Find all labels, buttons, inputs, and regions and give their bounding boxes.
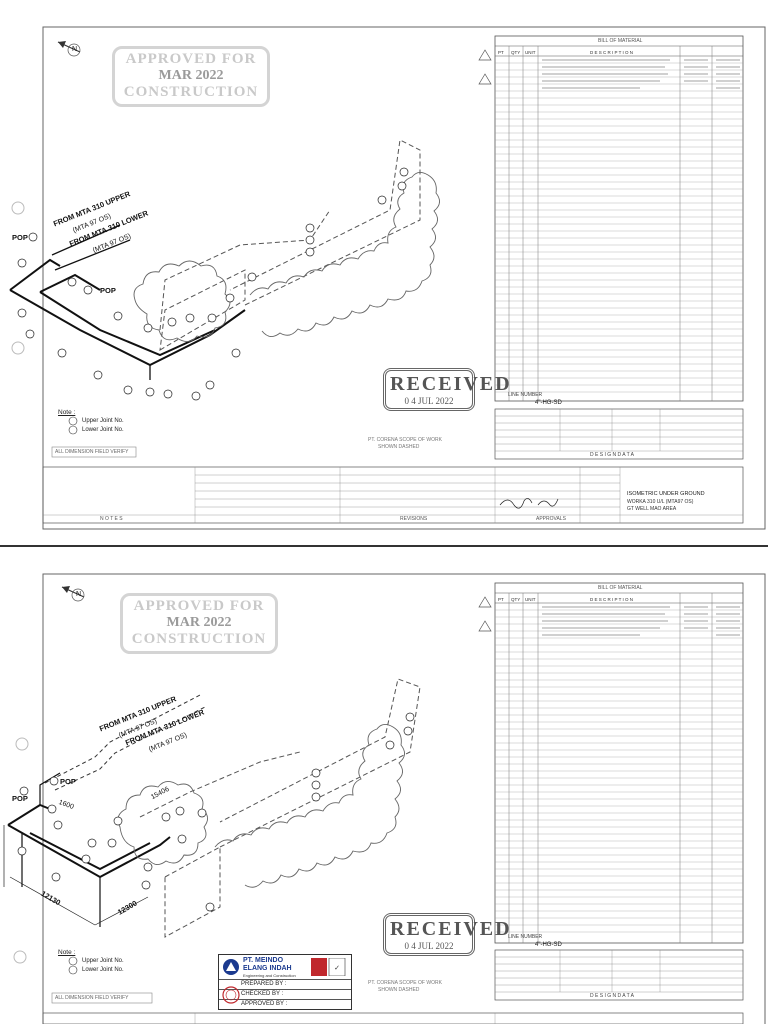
note-lower-2: Lower Joint No. — [82, 967, 124, 973]
drawing-title-1: ISOMETRIC UNDER GROUND — [627, 491, 705, 497]
bill-header-desc-2: D E S C R I P T I O N — [590, 597, 634, 602]
company-tagline: Engineering and Construction — [243, 973, 296, 978]
sheet-2-linework — [3, 573, 766, 1024]
drawing-sheet-1: APPROVED FOR MAR 2022 CONSTRUCTION N POP… — [0, 26, 768, 547]
received-stamp-title: RECEIVED — [390, 373, 512, 395]
approved-stamp: APPROVED FOR MAR 2022 CONSTRUCTION — [112, 46, 270, 107]
prepared-by-field: PREPARED BY : — [219, 980, 351, 990]
line-number-value-2: 4"-HG-SD — [535, 942, 562, 948]
pop-label-left-2: POP — [12, 794, 28, 803]
company-logo-icon — [223, 959, 239, 975]
certification-badge-icon: ✓ — [311, 958, 346, 976]
line-number-label: LINE NUMBER — [508, 392, 543, 398]
revisions-label: REVISIONS — [400, 516, 428, 522]
bill-header-qty-2: QTY — [511, 597, 521, 602]
approved-stamp-2-line1: APPROVED FOR — [133, 598, 265, 614]
company-name-1: PT. MEINDO — [243, 957, 284, 964]
approved-stamp-2-date: MAR 2022 — [166, 615, 232, 631]
received-stamp-2-title: RECEIVED — [390, 918, 512, 940]
approved-by-field: APPROVED BY : — [241, 1001, 288, 1007]
bill-header-pt: PT — [498, 50, 504, 55]
scope-note-2-1: PT. CORENA SCOPE OF WORK — [368, 980, 442, 986]
note-upper: Upper Joint No. — [82, 418, 124, 424]
bill-header-pt-2: PT — [498, 597, 504, 602]
received-stamp-2: RECEIVED 0 4 JUL 2022 — [383, 913, 512, 956]
pop-label-left: POP — [12, 233, 28, 242]
bill-header-qty: QTY — [511, 50, 521, 55]
design-data-title-2: D E S I G N D A T A — [590, 993, 634, 999]
joint-note: Note : — [58, 409, 75, 416]
approved-stamp-2: APPROVED FOR MAR 2022 CONSTRUCTION — [120, 593, 278, 654]
svg-text:✓: ✓ — [334, 964, 340, 972]
design-data-title: D E S I G N D A T A — [590, 452, 634, 458]
note-upper-2: Upper Joint No. — [82, 958, 124, 964]
bill-header-desc: D E S C R I P T I O N — [590, 50, 634, 55]
pop-label-mid: POP — [100, 286, 116, 295]
line-number-label-2: LINE NUMBER — [508, 934, 543, 940]
bill-title-2: BILL OF MATERIAL — [598, 585, 643, 591]
drawing-sheet-2: APPROVED FOR MAR 2022 CONSTRUCTION N POP… — [0, 547, 768, 1024]
received-stamp-2-date: 0 4 JUL 2022 — [404, 941, 454, 951]
scope-note-2-2: SHOWN DASHED — [378, 987, 420, 993]
sheet-1-linework — [9, 26, 766, 530]
line-number-value: 4"-HG-SD — [535, 400, 562, 406]
approvals-label: APPROVALS — [536, 516, 566, 522]
received-stamp-date: 0 4 JUL 2022 — [404, 396, 454, 406]
company-header: PT. MEINDO ELANG INDAH Engineering and C… — [219, 955, 351, 980]
note-lower: Lower Joint No. — [82, 427, 124, 433]
bill-header-unit: UNIT — [525, 50, 536, 55]
approved-stamp-2-line3: CONSTRUCTION — [131, 631, 267, 648]
field-verify-note: ALL DIMENSION FIELD VERIFY — [55, 449, 129, 455]
bill-title: BILL OF MATERIAL — [598, 38, 643, 44]
note-title: Note : — [58, 409, 76, 416]
approved-stamp-date: MAR 2022 — [158, 68, 224, 84]
notes-label: N O T E S — [100, 516, 123, 522]
scope-note-2: SHOWN DASHED — [378, 444, 420, 450]
approved-stamp-line3: CONSTRUCTION — [123, 84, 259, 101]
seal-icon — [222, 986, 240, 1004]
company-signoff-block: PT. MEINDO ELANG INDAH Engineering and C… — [218, 954, 352, 1010]
note-title-2: Note : — [58, 949, 76, 956]
pop-label-mid-2: POP — [60, 777, 76, 786]
scope-note-1: PT. CORENA SCOPE OF WORK — [368, 437, 442, 443]
bill-header-unit-2: UNIT — [525, 597, 536, 602]
north-label-2: N — [76, 591, 82, 598]
received-stamp: RECEIVED 0 4 JUL 2022 — [383, 368, 512, 411]
north-label: N — [72, 46, 78, 53]
joint-note-2: Note : — [58, 949, 75, 956]
company-name-2: ELANG INDAH — [243, 965, 292, 972]
field-verify-note-2: ALL DIMENSION FIELD VERIFY — [55, 995, 129, 1001]
approved-stamp-line1: APPROVED FOR — [125, 51, 257, 67]
drawing-title-3: GT WELL MAO AREA — [627, 506, 677, 512]
checked-by-field: CHECKED BY : — [219, 990, 351, 1000]
drawing-title-2: WORKA 310 U/L (MTA97 OS) — [627, 499, 694, 505]
